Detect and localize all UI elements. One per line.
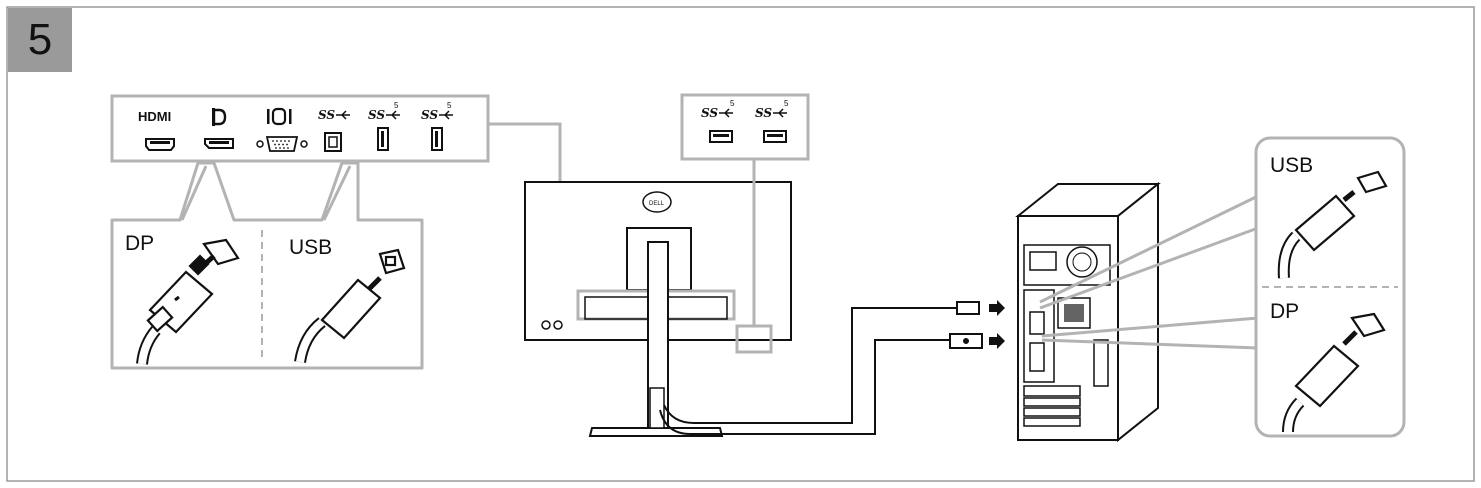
side-usb-label-1: SS <box>701 106 718 120</box>
dp-plug-icon-right <box>1282 312 1386 433</box>
right-dp-label: DP <box>1270 300 1300 323</box>
vga-port-icon <box>256 136 308 152</box>
usb-downstream-label-1: SS <box>368 108 385 122</box>
hdmi-label: HDMI <box>138 109 171 124</box>
pc-leader-lines <box>1039 194 1259 350</box>
usb-a-port-icon-2 <box>431 127 443 151</box>
usb-a-plug-icon <box>1277 170 1388 279</box>
side-usb-a-port-icon-2 <box>763 130 787 143</box>
usb-trident-icon <box>336 110 350 120</box>
usb-a-port-icon-1 <box>377 127 389 151</box>
right-callout <box>1254 136 1406 438</box>
usb-b-port-icon <box>324 132 342 152</box>
step-number-badge: 5 <box>8 8 72 72</box>
usb-upstream-label: SS <box>318 108 335 122</box>
svg-text:DELL: DELL <box>649 201 665 207</box>
usb-superscript-2: 5 <box>447 101 452 110</box>
side-usb-panel: SS 5 SS 5 <box>680 93 810 161</box>
displayport-port-icon <box>204 138 234 149</box>
hdmi-port-icon <box>145 138 175 151</box>
monitor-port-panel: HDMI <box>110 94 490 163</box>
side-usb-superscript-1: 5 <box>730 99 735 108</box>
side-usb-superscript-2: 5 <box>784 99 789 108</box>
monitor-rear: DELL <box>524 181 792 437</box>
usb-trident-icon <box>439 110 453 120</box>
insert-arrow-icons <box>989 300 1005 349</box>
cables <box>659 301 983 435</box>
right-usb-label: USB <box>1270 154 1314 177</box>
usb-trident-icon <box>386 110 400 120</box>
left-callout <box>110 161 424 370</box>
side-usb-label-2: SS <box>755 106 772 120</box>
vga-ioi-icon <box>267 107 292 126</box>
left-dp-label: DP <box>125 232 155 255</box>
usb-downstream-label-2: SS <box>421 108 438 122</box>
outer-frame <box>6 6 1475 482</box>
side-usb-a-port-icon-1 <box>709 130 733 143</box>
left-usb-label: USB <box>289 236 333 259</box>
dell-logo-icon <box>642 191 672 213</box>
dp-plug-icon <box>136 238 240 365</box>
usb-trident-icon <box>719 108 733 118</box>
displayport-icon <box>212 108 227 126</box>
usb-superscript-1: 5 <box>394 101 399 110</box>
usb-b-plug-icon <box>294 248 406 364</box>
usb-trident-icon <box>773 108 787 118</box>
pc-tower <box>1015 181 1161 443</box>
